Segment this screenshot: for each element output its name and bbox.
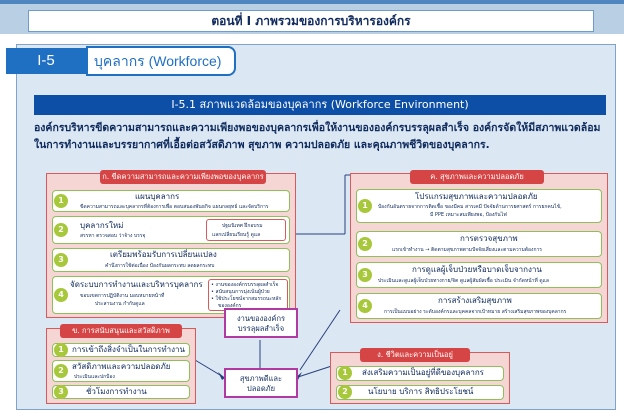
box-a-item-2-side-2: แลกเปลี่ยนเรียนรู้ ดูแล xyxy=(212,232,261,238)
box-a-item-4-bullet-2: • สนับสนุนการมุ่งเน้นผู้ป่วย xyxy=(211,289,270,295)
box-d-item-1-title: ส่งเสริมความเป็นอยู่ที่ดีของบุคลากร xyxy=(362,368,484,377)
box-b-number-1: 1 xyxy=(54,343,68,357)
section-title: บุคลากร (Workforce) xyxy=(86,46,236,76)
health-box: สุขภาพดีและ ปลอดภัย xyxy=(224,368,298,398)
box-d-header: ง. ชีวิตและความเป็นอยู่ xyxy=(360,348,470,362)
box-b-item-1 xyxy=(52,343,190,357)
health-line-1: สุขภาพดีและ xyxy=(239,374,283,383)
box-d-item-2 xyxy=(336,385,504,400)
box-a-item-2-side-1: ปฐมนิเทศ ฝึกอบรม xyxy=(222,223,263,229)
box-a-item-2-sub: สรรหา ตรวจสอบ ว่าจ้าง บรรจุ xyxy=(80,233,146,239)
box-c-item-4 xyxy=(356,293,602,319)
box-b-item-3-title: ชั่วโมงการทำงาน xyxy=(86,387,147,396)
subsection-banner: I-5.1 สภาพแวดล้อมของบุคลากร (Workforce E… xyxy=(34,95,606,115)
box-c-number-1: 1 xyxy=(358,199,372,213)
box-b-item-2 xyxy=(52,360,190,382)
box-c-item-2-sub: แรกเข้าทำงาน → ติดตามสุขภาพตามปัจจัยเสี่… xyxy=(392,247,542,253)
box-c-item-3-title: การดูแลผู้เจ็บป่วยหรือบาดเจ็บจากงาน xyxy=(412,265,542,274)
box-c-number-2: 2 xyxy=(358,237,372,251)
health-line-2: ปลอดภัย xyxy=(246,384,276,393)
box-a-item-4-sub-2: ประสานงาน กำกับดูแล xyxy=(95,301,145,307)
box-a-number-3: 3 xyxy=(54,253,68,267)
box-a-item-1-title: แผนบุคลากร xyxy=(135,192,180,201)
box-b-header: ข. การสนับสนุนและสวัสดิภาพ xyxy=(60,324,182,338)
box-c-item-1-title: โปรแกรมสุขภาพและความปลอดภัย xyxy=(415,192,538,201)
box-a-item-2-orientation xyxy=(206,219,286,241)
box-a-item-3 xyxy=(52,248,290,272)
box-c-item-1-sub-2: มี PPE เหมาะสมเพียงพอ, ป้องกันไฟ xyxy=(430,212,507,218)
box-b-number-3: 3 xyxy=(54,385,68,399)
section-number: I-5 xyxy=(6,48,86,74)
box-c-item-2-title: การตรวจสุขภาพ xyxy=(460,234,518,243)
box-c-item-4-sub: การเป็นแบบอย่าง ระดับองค์กรและบุคคลจากเป… xyxy=(384,309,567,315)
box-a-item-4-title: จัดระบบการทำงานและบริหารบุคลากร xyxy=(70,280,203,289)
box-a-number-1: 1 xyxy=(54,194,68,208)
box-a-item-3-sub: คำนึงการใช้ต่อเนื่อง ป้องกันผลกระทบ ลดผล… xyxy=(105,263,215,269)
goal-line-2: บรรลุผลสำเร็จ xyxy=(237,324,285,333)
box-a-item-4-outcomes xyxy=(208,279,288,311)
box-b-item-2-sub: ประเมินและปกป้อง xyxy=(74,374,115,380)
box-a-item-4-sub-1: ขอบเขตการปฏิบัติงาน มอบหมายหน้าที่ xyxy=(80,293,165,299)
box-c-item-1 xyxy=(356,189,602,223)
box-d-number-1: 1 xyxy=(338,366,352,380)
goal-line-1: งานขององค์กร xyxy=(236,314,286,323)
box-a-number-2: 2 xyxy=(54,223,68,237)
box-d-item-2-title: นโยบาย บริการ สิทธิประโยชน์ xyxy=(368,387,474,396)
box-b-item-3 xyxy=(52,385,190,399)
box-b-item-2-title: สวัสดิภาพและความปลอดภัย xyxy=(72,362,171,371)
box-a-item-1-sub: ขีดความสามารถและบุคลากรที่ต้องการเพื่อ ต… xyxy=(80,204,269,210)
part-header-bar: ตอนที่ I ภาพรวมของการบริหารองค์กร xyxy=(0,0,624,34)
box-a-item-2-title: บุคลากรใหม่ xyxy=(80,221,124,230)
intro-paragraph: องค์กรบริหารขีดความสามารถและความเพียงพอข… xyxy=(34,120,606,154)
box-a-item-3-title: เตรียมพร้อมรับการเปลี่ยนแปลง xyxy=(110,250,217,259)
intro-line-2: ในการทำงานและบรรยากาศที่เอื้อต่อสวัสดิภา… xyxy=(34,139,490,151)
box-c-item-3 xyxy=(356,262,602,288)
box-d-item-1 xyxy=(336,366,504,381)
part-title: ตอนที่ I ภาพรวมของการบริหารองค์กร xyxy=(28,10,594,32)
box-a-item-4-bullet-1: • งานขององค์กรบรรลุผลสำเร็จ xyxy=(211,282,279,288)
box-c-item-4-title: การสร้างเสริมสุขภาพ xyxy=(438,296,512,305)
box-c-number-4: 4 xyxy=(358,299,372,313)
box-b-item-1-title: การเข้าถึงสิ่งจำเป็นในการทำงาน xyxy=(72,345,185,354)
box-a-item-4-bullet-3: • ใช้ประโยชน์จากสมรรถนะหลัก xyxy=(211,296,282,302)
intro-line-1: องค์กรบริหารขีดความสามารถและความเพียงพอข… xyxy=(34,122,601,134)
box-a-number-4: 4 xyxy=(54,288,68,302)
box-a-item-4-bullet-4: ขององค์กร xyxy=(218,303,242,309)
box-b-number-2: 2 xyxy=(54,364,68,378)
box-d-number-2: 2 xyxy=(338,385,352,399)
box-c-item-3-sub: ประเมินและดูแลผู้เจ็บป่วยทางกาย/จิต ดูแล… xyxy=(378,278,549,284)
goal-box: งานขององค์กร บรรลุผลสำเร็จ xyxy=(224,308,298,338)
box-c-number-3: 3 xyxy=(358,268,372,282)
box-a-item-1 xyxy=(52,190,290,212)
box-c-header: ค. สุขภาพและความปลอดภัย xyxy=(410,170,544,184)
box-a-header: ก. ขีดความสามารถและความเพียงพอของบุคลากร xyxy=(100,170,266,184)
box-c-item-1-sub-1: ป้องกันอันตรายจากการติดเชื้อ ของมีคม สาร… xyxy=(378,204,562,210)
box-c-item-2 xyxy=(356,231,602,257)
